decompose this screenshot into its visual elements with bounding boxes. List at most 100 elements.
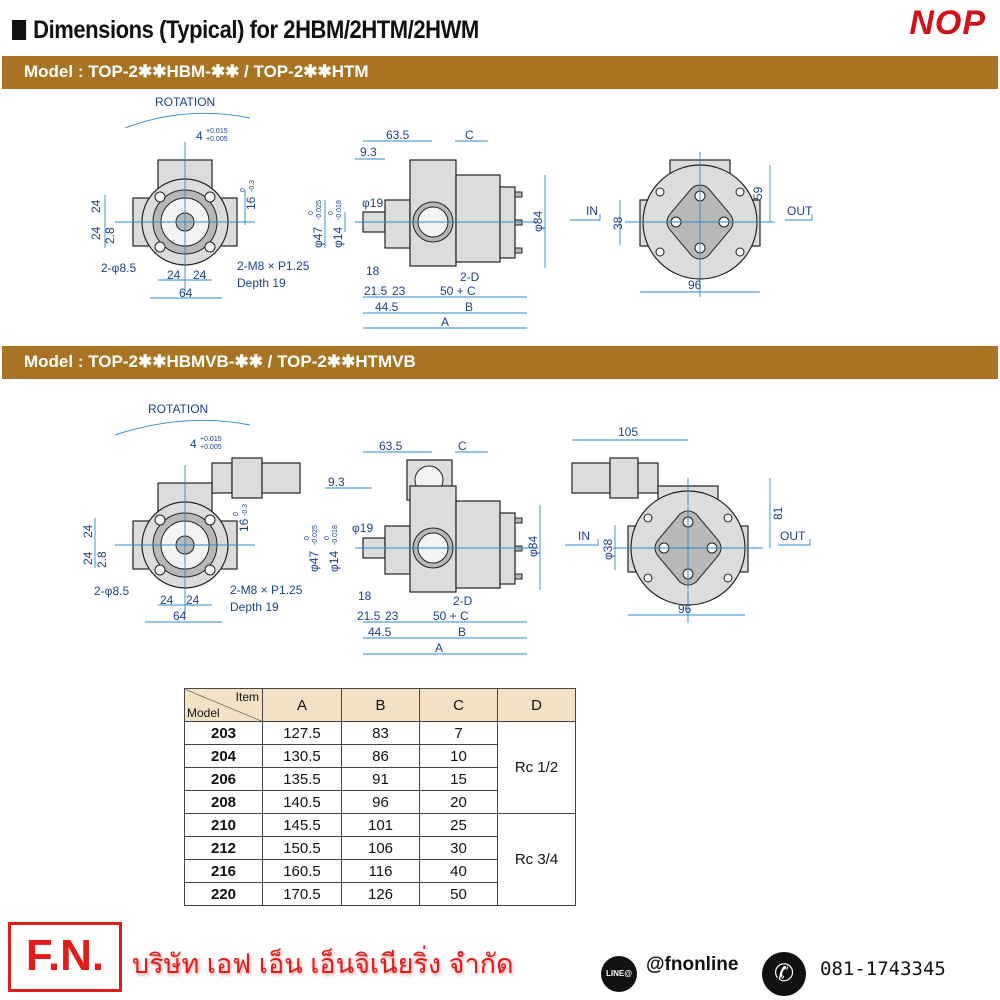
nop-logo: NOP	[909, 4, 986, 42]
dim-label: 63.5	[386, 128, 410, 142]
tol-label: 0	[240, 188, 247, 192]
tol-label: 0	[308, 211, 315, 215]
tap-depth-label: Depth 19	[230, 600, 279, 614]
dim-label: φ19	[352, 521, 373, 535]
model-cell: 220	[184, 882, 263, 906]
dim-label: φ14	[327, 551, 341, 572]
dim-label: 24	[160, 593, 174, 607]
cell-a: 145.5	[262, 813, 342, 837]
dim-label: φ47	[307, 551, 321, 572]
holes-label: 2-φ8.5	[94, 584, 129, 598]
dim-label: 24	[81, 524, 95, 538]
cell-c: 50	[419, 882, 498, 906]
cell-b: 126	[341, 882, 420, 906]
dim-label: 24	[193, 268, 207, 282]
rotation-label: ROTATION	[148, 402, 208, 416]
section-bar-1: Model : TOP-2✱✱HBM-✱✱ / TOP-2✱✱HTM	[2, 56, 998, 89]
model-cell: 210	[184, 813, 263, 837]
dim-label: B	[465, 300, 473, 314]
column-header-d: D	[497, 688, 576, 722]
rear-view-1	[570, 151, 813, 298]
dim-label: φ47	[311, 227, 325, 248]
tol-label: 0	[328, 211, 335, 215]
dim-label: 59	[751, 186, 765, 200]
port-label: 2-D	[453, 594, 473, 608]
in-port-label: IN	[586, 204, 598, 218]
tol-label: -0.025	[316, 200, 323, 220]
tol-label: +0.015	[200, 436, 222, 443]
dim-label: 81	[771, 506, 785, 520]
company-name: บริษัท เอฟ เอ็น เอ็นจิเนียริ่ง จำกัด	[132, 949, 514, 979]
cell-c: 7	[419, 721, 498, 745]
dim-label: 24	[167, 268, 181, 282]
phone-number: 081-1743345	[820, 958, 946, 980]
corner-item-label: Item	[235, 690, 259, 704]
dim-label: 2.8	[103, 227, 117, 244]
cell-a: 127.5	[262, 721, 342, 745]
dim-label: 23	[385, 609, 399, 623]
tap-depth-label: Depth 19	[237, 276, 286, 290]
cell-b: 91	[341, 767, 420, 791]
rear-view-2	[565, 439, 811, 624]
dim-label: 16	[244, 196, 258, 210]
dim-label: 24	[89, 199, 103, 213]
cell-b: 106	[341, 836, 420, 860]
port-label: 2-D	[460, 270, 480, 284]
tol-label: 0	[304, 536, 311, 540]
model-cell: 212	[184, 836, 263, 860]
corner-model-label: Model	[187, 706, 220, 720]
column-header-a: A	[262, 688, 342, 722]
cell-d: Rc 3/4	[497, 813, 576, 906]
column-header-b: B	[341, 688, 420, 722]
cell-a: 135.5	[262, 767, 342, 791]
model-cell: 203	[184, 721, 263, 745]
rotation-label: ROTATION	[155, 95, 215, 109]
fn-logo: F.N.	[8, 922, 122, 992]
dim-label: 96	[688, 278, 702, 292]
cell-b: 86	[341, 744, 420, 768]
tol-label: -0.3	[249, 180, 256, 192]
model-cell: 206	[184, 767, 263, 791]
dim-label: 64	[173, 609, 187, 623]
dim-label: 105	[618, 425, 638, 439]
dim-label: 9.3	[360, 145, 377, 159]
key-width-label: 4	[190, 437, 197, 451]
model-cell: 204	[184, 744, 263, 768]
dim-label: 23	[392, 284, 406, 298]
cell-c: 25	[419, 813, 498, 837]
dim-label: φ14	[331, 227, 345, 248]
tap-label: 2-M8 × P1.25	[237, 259, 310, 273]
dim-label: A	[441, 315, 449, 329]
cell-c: 30	[419, 836, 498, 860]
cell-c: 15	[419, 767, 498, 791]
page-title-text: Dimensions (Typical) for 2HBM/2HTM/2HWM	[33, 16, 479, 44]
dim-label: 63.5	[379, 439, 403, 453]
tol-label: -0.018	[332, 525, 339, 545]
dim-label: φ84	[531, 211, 545, 232]
tol-label: -0.3	[242, 504, 249, 516]
dim-label: 21.5	[357, 609, 381, 623]
tol-label: +0.005	[200, 444, 222, 451]
dim-label: 50 + C	[433, 609, 469, 623]
front-view-2	[94, 419, 301, 623]
out-port-label: OUT	[787, 204, 813, 218]
cell-a: 160.5	[262, 859, 342, 883]
dim-label: φ19	[362, 196, 383, 210]
tol-label: -0.018	[336, 200, 343, 220]
cell-c: 40	[419, 859, 498, 883]
title-square-icon	[12, 20, 27, 40]
line-handle: @fnonline	[646, 954, 739, 975]
column-header-c: C	[419, 688, 498, 722]
tap-label: 2-M8 × P1.25	[230, 583, 303, 597]
dim-label: 21.5	[364, 284, 388, 298]
dim-label: 44.5	[375, 300, 399, 314]
dim-label: 96	[678, 602, 692, 616]
dim-label: 18	[366, 264, 380, 278]
tol-label: +0.015	[206, 128, 228, 135]
